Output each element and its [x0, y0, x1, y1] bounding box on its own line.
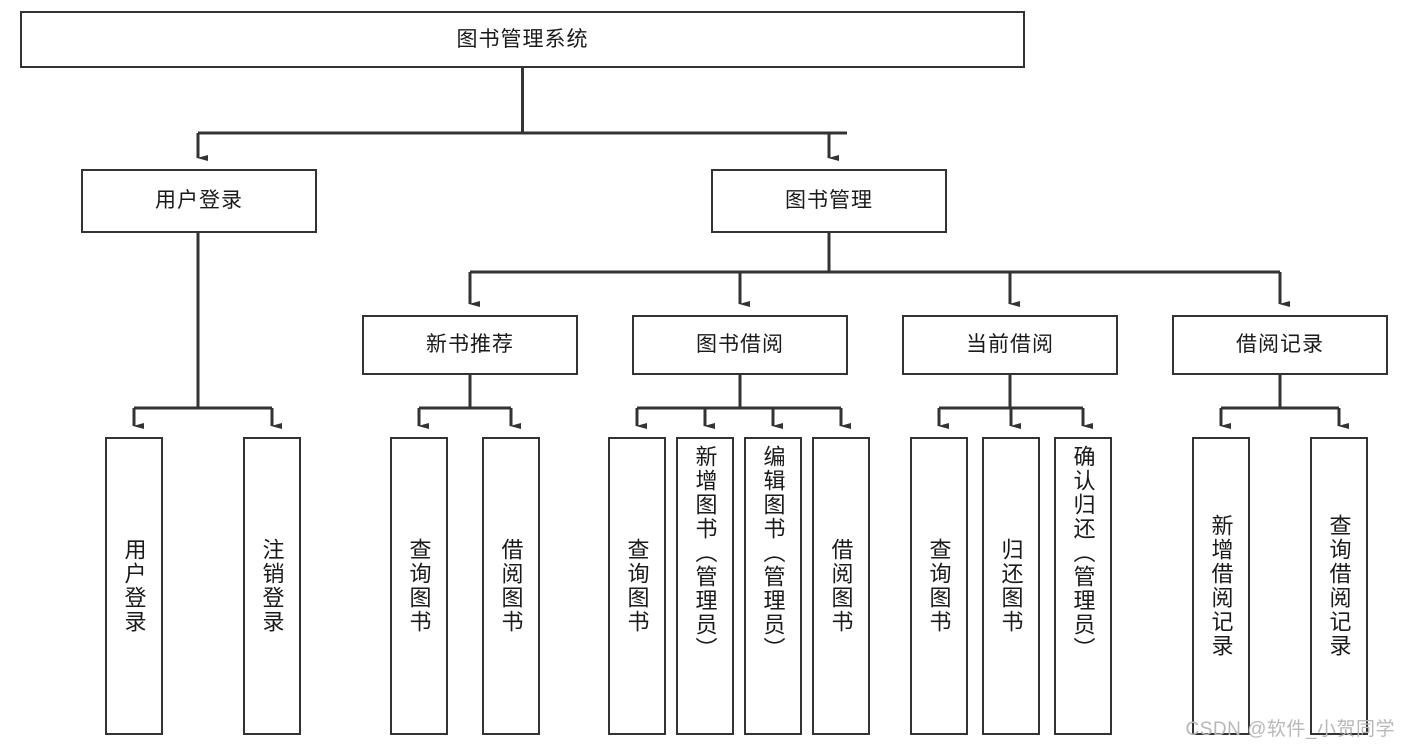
node-add-borrow-record-label: 新增借阅记录 [1208, 514, 1234, 658]
node-query-book-2[interactable]: 查询图书 [608, 437, 666, 735]
node-root[interactable]: 图书管理系统 [20, 11, 1025, 68]
node-borrow-book-2-label: 借阅图书 [828, 538, 854, 634]
node-book-management[interactable]: 图书管理 [711, 169, 947, 233]
node-book-borrow[interactable]: 图书借阅 [632, 315, 848, 375]
node-query-borrow-record-label: 查询借阅记录 [1326, 514, 1352, 658]
node-borrow-record-label: 借阅记录 [1236, 333, 1324, 357]
node-confirm-return-admin[interactable]: 确认归还（管理员） [1054, 437, 1112, 735]
node-book-management-label: 图书管理 [785, 189, 873, 213]
node-current-borrow[interactable]: 当前借阅 [902, 315, 1118, 375]
node-add-borrow-record[interactable]: 新增借阅记录 [1192, 437, 1250, 735]
node-current-borrow-label: 当前借阅 [966, 333, 1054, 357]
node-return-book[interactable]: 归还图书 [982, 437, 1040, 735]
node-add-book-admin[interactable]: 新增图书（管理员） [676, 437, 734, 735]
node-query-book-2-label: 查询图书 [624, 538, 650, 634]
node-new-book-recommend[interactable]: 新书推荐 [362, 315, 578, 375]
node-user-logout-action-label: 注销登录 [259, 538, 285, 634]
node-query-book-3[interactable]: 查询图书 [910, 437, 968, 735]
node-borrow-book-1[interactable]: 借阅图书 [482, 437, 540, 735]
node-user-login-label: 用户登录 [155, 189, 243, 213]
node-edit-book-admin[interactable]: 编辑图书（管理员） [744, 437, 802, 735]
node-user-login-action[interactable]: 用户登录 [105, 437, 163, 735]
node-edit-book-admin-label: 编辑图书（管理员） [760, 445, 786, 661]
node-query-book-1[interactable]: 查询图书 [390, 437, 448, 735]
node-user-logout-action[interactable]: 注销登录 [243, 437, 301, 735]
node-confirm-return-admin-label: 确认归还（管理员） [1070, 445, 1096, 661]
node-new-book-recommend-label: 新书推荐 [426, 333, 514, 357]
node-borrow-book-1-label: 借阅图书 [498, 538, 524, 634]
node-user-login[interactable]: 用户登录 [81, 169, 317, 233]
node-borrow-record[interactable]: 借阅记录 [1172, 315, 1388, 375]
node-query-borrow-record[interactable]: 查询借阅记录 [1310, 437, 1368, 735]
node-query-book-3-label: 查询图书 [926, 538, 952, 634]
node-user-login-action-label: 用户登录 [121, 538, 147, 634]
node-add-book-admin-label: 新增图书（管理员） [692, 445, 718, 661]
node-root-label: 图书管理系统 [456, 27, 589, 51]
node-borrow-book-2[interactable]: 借阅图书 [812, 437, 870, 735]
node-book-borrow-label: 图书借阅 [696, 333, 784, 357]
node-return-book-label: 归还图书 [998, 538, 1024, 634]
node-query-book-1-label: 查询图书 [406, 538, 432, 634]
